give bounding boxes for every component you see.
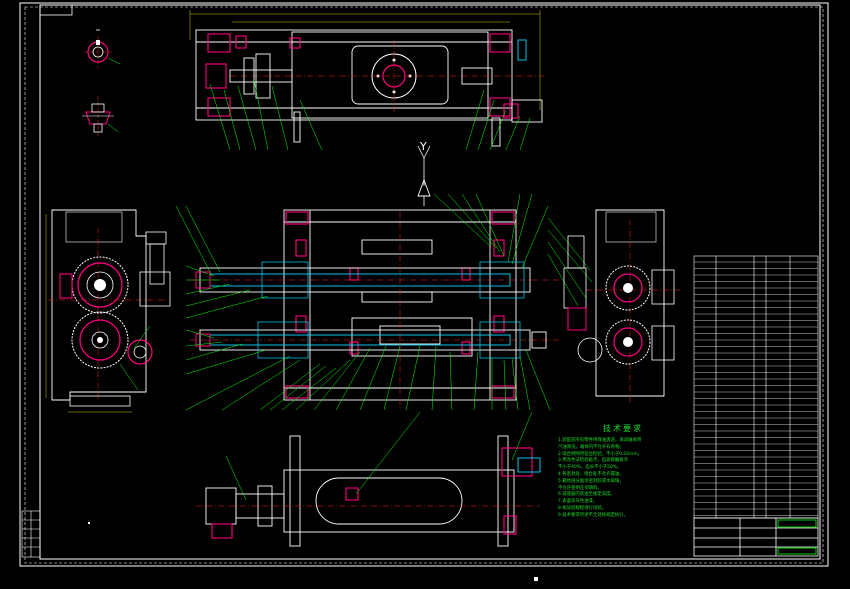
requirement-line: 4.各密封处、接合处不允许漏油。 <box>558 471 624 477</box>
bottom-view <box>196 411 541 547</box>
right-side-view <box>563 209 680 404</box>
main-section-view <box>175 193 593 411</box>
view-label-y: Y <box>420 140 427 153</box>
requirement-line: 2.啮合侧隙用铅丝检验，不小于0.16mm。 <box>558 451 642 457</box>
requirement-line: 5.箱体剖分面涂密封胶或水玻璃， <box>558 478 624 484</box>
technical-requirements: 技术要求 1.装配前所有零件用煤油清洗，滚动轴承用 汽油清洗，箱体内不允许有杂物… <box>558 423 688 520</box>
lower-shaft <box>190 321 560 359</box>
parts-list <box>693 255 819 519</box>
requirement-line: 9.技术要求所述不全处按规定执行。 <box>558 512 629 518</box>
detail-view-gear-hub <box>84 29 121 68</box>
requirement-line: 不小于40%，齿长不小于50%。 <box>558 465 622 471</box>
view-direction-y <box>417 145 431 206</box>
origin-marker <box>534 577 538 581</box>
requirement-line: 8.按试验规程进行试验。 <box>558 505 607 511</box>
technical-requirements-title: 技术要求 <box>603 424 643 433</box>
point-marker <box>88 522 90 524</box>
requirement-line: 汽油清洗，箱体内不允许有杂物。 <box>558 444 624 450</box>
parts-list-rows <box>694 261 818 516</box>
title-block <box>693 517 819 557</box>
sheet-frame <box>19 2 829 567</box>
top-view <box>189 10 545 151</box>
revision-strip <box>21 510 41 558</box>
left-side-view <box>45 209 171 413</box>
requirement-line: 6.减速器内装油至规定高度。 <box>558 492 615 498</box>
requirement-line: 3.用涂色法检验斑点，齿高接触斑点 <box>558 458 629 464</box>
requirement-line: 不允许使用任何填料。 <box>558 485 602 491</box>
requirement-line: 7.表面涂灰色油漆。 <box>558 499 598 505</box>
requirement-line: 1.装配前所有零件用煤油清洗，滚动轴承用 <box>558 438 642 443</box>
detail-view-bolt <box>82 96 119 136</box>
